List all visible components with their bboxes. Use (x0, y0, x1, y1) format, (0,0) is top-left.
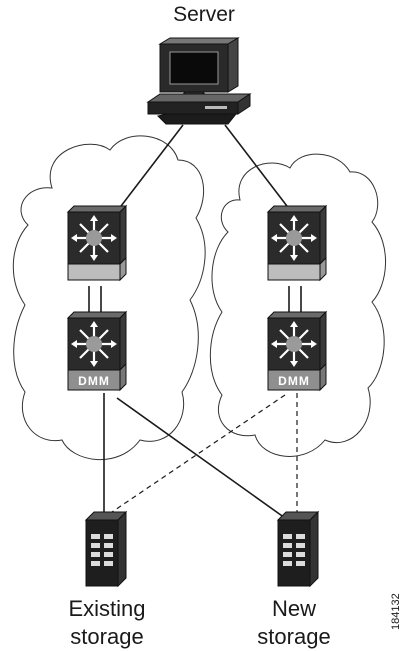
new-storage-label: New (271, 596, 316, 621)
link-server-right (224, 124, 291, 211)
existing-storage-icon (85, 511, 127, 587)
dmm-badge-right: DMM (278, 374, 310, 388)
mds-switch-icon (266, 204, 328, 282)
link-server-left (117, 124, 184, 211)
new-storage-icon (277, 511, 319, 587)
mds-switch-icon (266, 310, 328, 392)
link-right-dmm-existing (111, 394, 286, 513)
cloud-left (12, 135, 206, 461)
server-label: Server (173, 3, 235, 26)
mds-switch-icon (66, 204, 128, 282)
figure-id: 184132 (390, 593, 402, 630)
server-icon (146, 37, 252, 125)
cloud-right (209, 153, 386, 457)
mds-switch-icon (66, 310, 128, 392)
existing-storage-label: storage (70, 624, 144, 649)
dmm-badge-left: DMM (78, 374, 110, 388)
existing-storage-label: Existing (68, 596, 146, 621)
new-storage-label: storage (257, 624, 331, 649)
link-left-dmm-new (116, 397, 286, 519)
